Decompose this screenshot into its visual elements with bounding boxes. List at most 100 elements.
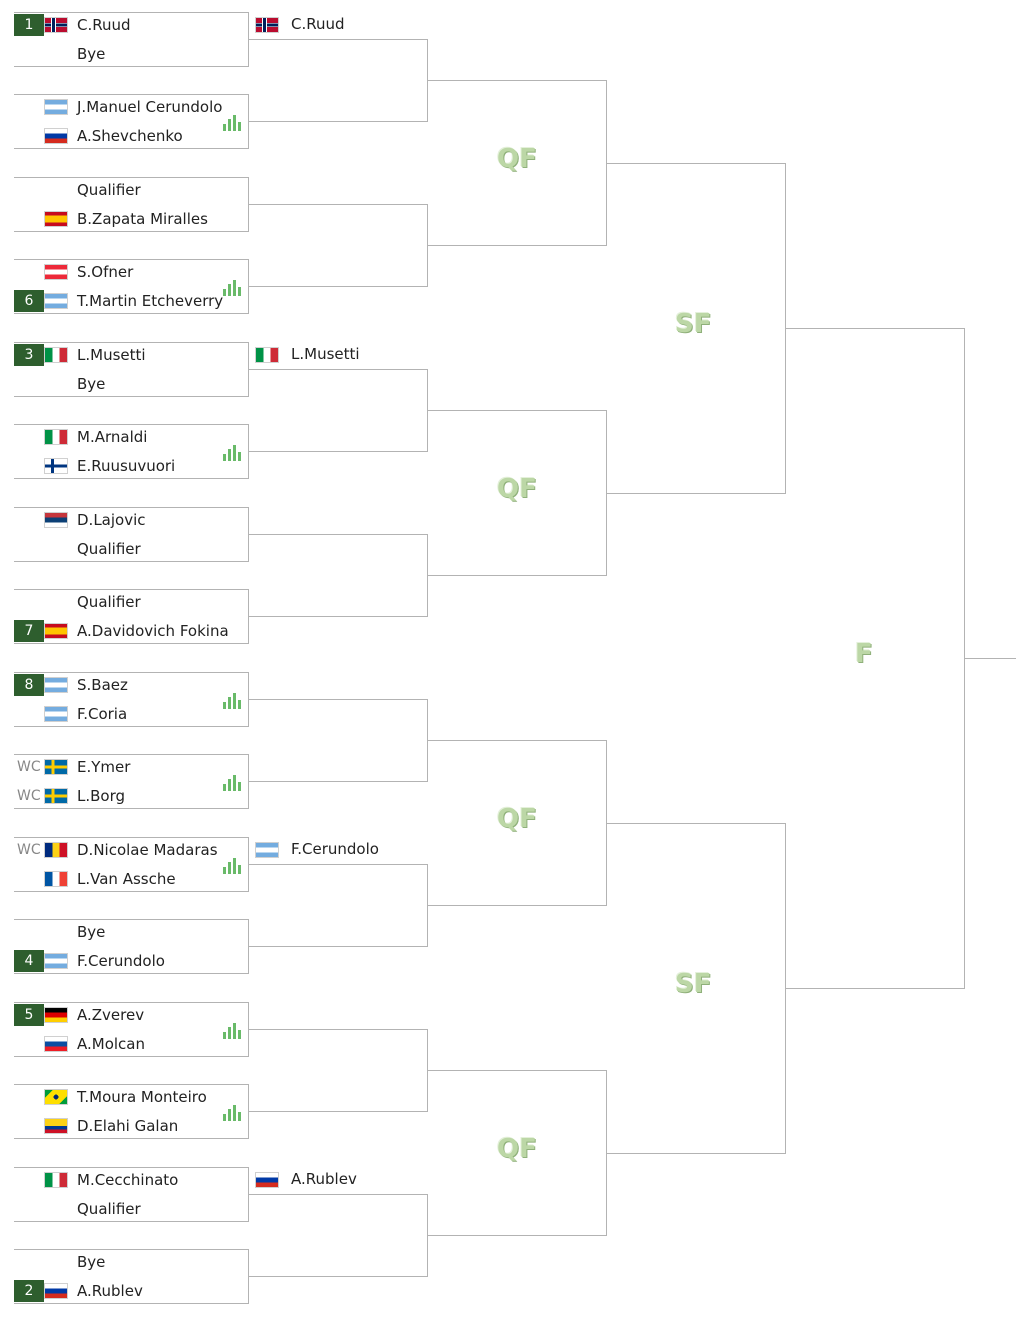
wildcard-label: WC <box>17 759 41 775</box>
wildcard-label: WC <box>17 788 41 804</box>
player-name[interactable]: C.Ruud <box>77 16 131 34</box>
player-name[interactable]: L.Borg <box>77 787 126 805</box>
round2-player-name[interactable]: A.Rublev <box>291 1170 357 1188</box>
qf-label: QF <box>497 1134 537 1164</box>
player-name[interactable]: F.Cerundolo <box>77 952 165 970</box>
spain-flag-icon <box>45 212 67 226</box>
player-name[interactable]: B.Zapata Miralles <box>77 210 208 228</box>
player-name[interactable]: E.Ruusuvuori <box>77 457 176 475</box>
bracket-line <box>248 204 427 205</box>
france-flag-icon <box>45 872 67 886</box>
match-stats-icon[interactable] <box>221 111 243 131</box>
player-name[interactable]: Bye <box>77 923 106 941</box>
bracket-line <box>248 781 427 782</box>
germany-flag-icon <box>45 1008 67 1022</box>
seed-badge: 8 <box>14 674 44 696</box>
bracket-line <box>14 507 248 508</box>
bracket-line <box>606 823 785 824</box>
player-name[interactable]: D.Elahi Galan <box>77 1117 179 1135</box>
bracket-line <box>248 534 427 535</box>
match-stats-icon[interactable] <box>221 689 243 709</box>
player-name[interactable]: D.Lajovic <box>77 511 146 529</box>
match-stats-icon[interactable] <box>221 276 243 296</box>
bracket-line <box>14 754 248 755</box>
player-name[interactable]: M.Arnaldi <box>77 428 148 446</box>
bracket-line <box>248 699 427 700</box>
round2-player-name[interactable]: C.Ruud <box>291 15 345 33</box>
bracket-line <box>14 342 248 343</box>
qf-label: QF <box>497 144 537 174</box>
player-name[interactable]: T.Martin Etcheverry <box>77 292 224 310</box>
bracket-line <box>785 328 964 329</box>
argentina-flag-icon <box>45 678 67 692</box>
player-name[interactable]: S.Baez <box>77 676 128 694</box>
bracket-line <box>14 1084 248 1085</box>
player-name[interactable]: Qualifier <box>77 1200 141 1218</box>
player-name[interactable]: A.Zverev <box>77 1006 145 1024</box>
bracket-line <box>14 643 248 644</box>
bracket-line <box>785 988 964 989</box>
bracket-line <box>14 973 248 974</box>
round2-player-name[interactable]: F.Cerundolo <box>291 840 379 858</box>
sf-label: SF <box>675 309 712 339</box>
player-name[interactable]: S.Ofner <box>77 263 134 281</box>
serbia-flag-icon <box>45 513 67 527</box>
russia-flag-icon <box>256 1173 278 1187</box>
sf-label: SF <box>675 969 712 999</box>
match-stats-icon[interactable] <box>221 1019 243 1039</box>
player-name[interactable]: Bye <box>77 1253 106 1271</box>
bracket-line <box>14 726 248 727</box>
match-stats-icon[interactable] <box>221 771 243 791</box>
bracket-line <box>14 919 248 920</box>
norway-flag-icon <box>45 18 67 32</box>
round2-player-name[interactable]: L.Musetti <box>291 345 360 363</box>
match-stats-icon[interactable] <box>221 1101 243 1121</box>
player-name[interactable]: T.Moura Monteiro <box>77 1088 207 1106</box>
bracket-line <box>14 837 248 838</box>
russia-flag-icon <box>45 129 67 143</box>
player-name[interactable]: A.Davidovich Fokina <box>77 622 229 640</box>
match-stats-icon[interactable] <box>221 441 243 461</box>
player-name[interactable]: Qualifier <box>77 181 141 199</box>
seed-badge: 5 <box>14 1004 44 1026</box>
bracket-line <box>427 80 606 81</box>
player-name[interactable]: M.Cecchinato <box>77 1171 179 1189</box>
austria-flag-icon <box>45 265 67 279</box>
player-name[interactable]: L.Van Assche <box>77 870 176 888</box>
argentina-flag-icon <box>45 294 67 308</box>
italy-flag-icon <box>45 1173 67 1187</box>
bracket-line <box>14 1138 248 1139</box>
bracket-line <box>14 1167 248 1168</box>
bracket-line <box>14 94 248 95</box>
bracket-line <box>964 658 1016 659</box>
bracket-line <box>427 575 606 576</box>
bracket-line <box>14 12 248 13</box>
brazil-flag-icon <box>45 1090 67 1104</box>
player-name[interactable]: Qualifier <box>77 593 141 611</box>
player-name[interactable]: A.Shevchenko <box>77 127 183 145</box>
player-name[interactable]: A.Molcan <box>77 1035 145 1053</box>
player-name[interactable]: D.Nicolae Madaras <box>77 841 218 859</box>
player-name[interactable]: Bye <box>77 45 106 63</box>
bracket-line <box>248 1276 427 1277</box>
bracket-line <box>248 451 427 452</box>
player-name[interactable]: F.Coria <box>77 705 128 723</box>
bracket-line <box>14 1249 248 1250</box>
player-name[interactable]: Bye <box>77 375 106 393</box>
bracket-line <box>14 589 248 590</box>
seed-badge: 4 <box>14 950 44 972</box>
player-name[interactable]: Qualifier <box>77 540 141 558</box>
bracket-line <box>14 396 248 397</box>
italy-flag-icon <box>45 430 67 444</box>
player-name[interactable]: E.Ymer <box>77 758 131 776</box>
seed-badge: 3 <box>14 344 44 366</box>
player-name[interactable]: L.Musetti <box>77 346 146 364</box>
colombia-flag-icon <box>45 1119 67 1133</box>
qf-label: QF <box>497 474 537 504</box>
bracket-line <box>14 1303 248 1304</box>
bracket-line <box>14 561 248 562</box>
bracket-line <box>248 616 427 617</box>
player-name[interactable]: A.Rublev <box>77 1282 143 1300</box>
match-stats-icon[interactable] <box>221 854 243 874</box>
player-name[interactable]: J.Manuel Cerundolo <box>77 98 223 116</box>
